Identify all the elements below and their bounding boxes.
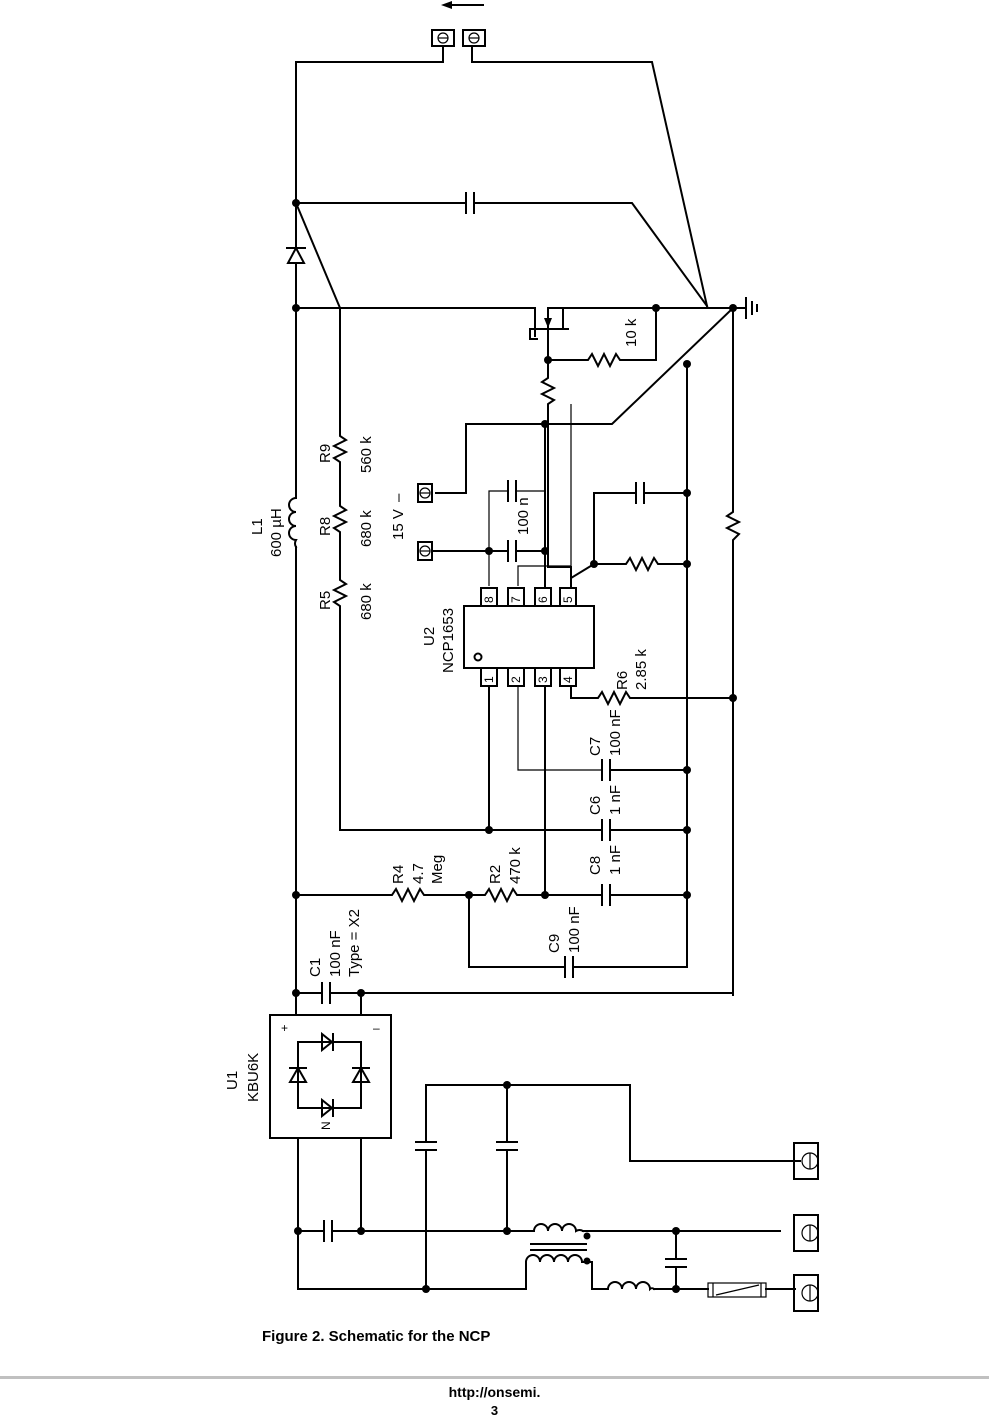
junction-dot — [485, 826, 493, 834]
u2-ref: U2 — [421, 627, 438, 646]
junction-dot — [683, 560, 691, 568]
r8-value: 680 k — [358, 510, 375, 547]
junction-dot — [683, 766, 691, 774]
input-terminal-line — [794, 1275, 818, 1311]
capacitor-c7 — [518, 686, 687, 780]
footer-divider — [0, 1376, 989, 1379]
figure-caption: Figure 2. Schematic for the NCP — [262, 1328, 490, 1345]
r9-ref: R9 — [317, 444, 334, 463]
pin-1-label: 1 — [482, 676, 496, 683]
r6-value: 2.85 k — [633, 649, 650, 690]
bridge-minus-label: – — [373, 1021, 380, 1035]
input-terminal-neutral — [794, 1215, 818, 1251]
junction-dot — [683, 826, 691, 834]
resistor-r6 — [571, 686, 733, 704]
c1-value: 100 nF — [327, 930, 344, 977]
pin-7-label: 7 — [509, 596, 523, 603]
output-arrow-icon — [441, 1, 483, 9]
pin-3-label: 3 — [536, 676, 550, 683]
vcc-return-wire — [436, 308, 733, 493]
junction-dot — [485, 547, 493, 555]
supply-voltage-label: 15 V — [390, 509, 407, 540]
c7-ref: C7 — [587, 737, 604, 756]
u1-ref: U1 — [224, 1071, 241, 1090]
r5-value: 680 k — [358, 583, 375, 620]
r4-ref: R4 — [390, 865, 407, 884]
junction-dot — [357, 1227, 365, 1235]
r9-value: 560 k — [358, 436, 375, 473]
r2-value: 470 k — [507, 847, 524, 884]
junction-dot — [503, 1227, 511, 1235]
bridge-rectifier-u1 — [270, 993, 391, 1138]
c6-ref: C6 — [587, 796, 604, 815]
junction-dot — [672, 1285, 680, 1293]
r2-ref: R2 — [487, 865, 504, 884]
r4-unit: Meg — [429, 855, 446, 884]
emi-filter — [298, 1085, 800, 1297]
junction-dot — [503, 1081, 511, 1089]
r10k-value: 10 k — [623, 318, 640, 347]
output-terminal-2 — [463, 30, 485, 46]
c8-value: 1 nF — [607, 845, 624, 875]
c9-ref: C9 — [546, 934, 563, 953]
junction-dot — [672, 1227, 680, 1235]
drain-wire — [296, 308, 535, 328]
junction-dot — [422, 1285, 430, 1293]
pin-5-label: 5 — [561, 596, 575, 603]
c1-ref: C1 — [307, 958, 324, 977]
r5-ref: R5 — [317, 591, 334, 610]
supply-terminal-minus — [418, 484, 432, 502]
c1-type: Type = X2 — [346, 909, 363, 977]
bulk-capacitor — [296, 193, 707, 306]
l1-value: 600 µH — [268, 508, 285, 557]
junction-dot — [294, 1227, 302, 1235]
capacitor-c6 — [489, 686, 687, 840]
junction-dot — [683, 891, 691, 899]
page-number: 3 — [0, 1403, 989, 1418]
supply-terminal-plus — [418, 542, 432, 560]
pin-4-label: 4 — [561, 676, 575, 683]
c9-value: 100 nF — [566, 906, 583, 953]
current-sense-resistor — [727, 308, 739, 995]
junction-dot — [590, 560, 598, 568]
r4-r2-c8-row — [296, 885, 687, 905]
c100n-value: 100 n — [515, 497, 532, 535]
output-wires — [296, 46, 707, 306]
u2-part: NCP1653 — [440, 608, 457, 673]
r8-ref: R8 — [317, 517, 334, 536]
inductor-l1 — [289, 308, 296, 993]
divider-resistors — [334, 308, 489, 830]
l1-ref: L1 — [249, 518, 266, 535]
junction-dot — [541, 547, 549, 555]
footer-url[interactable]: http://onsemi. — [0, 1384, 989, 1400]
wire — [296, 203, 340, 308]
polarity-dot — [584, 1258, 591, 1265]
junction-dot — [541, 891, 549, 899]
r6-ref: R6 — [614, 671, 631, 690]
polarity-dot — [584, 1233, 591, 1240]
pin-6-label: 6 — [536, 596, 550, 603]
junction-dot — [292, 891, 300, 899]
pin5-network — [571, 483, 687, 586]
c8-ref: C8 — [587, 856, 604, 875]
supply-minus-label: – — [390, 493, 407, 502]
r4-value: 4.7 — [410, 863, 427, 884]
ground-icon — [733, 298, 757, 318]
c7-value: 100 nF — [607, 709, 624, 756]
bridge-plus-label: + — [281, 1021, 288, 1035]
junction-dot — [683, 489, 691, 497]
pin-8-label: 8 — [482, 596, 496, 603]
u1-part: KBU6K — [245, 1053, 262, 1102]
c6-value: 1 nF — [607, 785, 624, 815]
bridge-n-label: N — [319, 1121, 333, 1130]
pin-2-label: 2 — [509, 676, 523, 683]
output-terminal-1 — [432, 30, 454, 46]
